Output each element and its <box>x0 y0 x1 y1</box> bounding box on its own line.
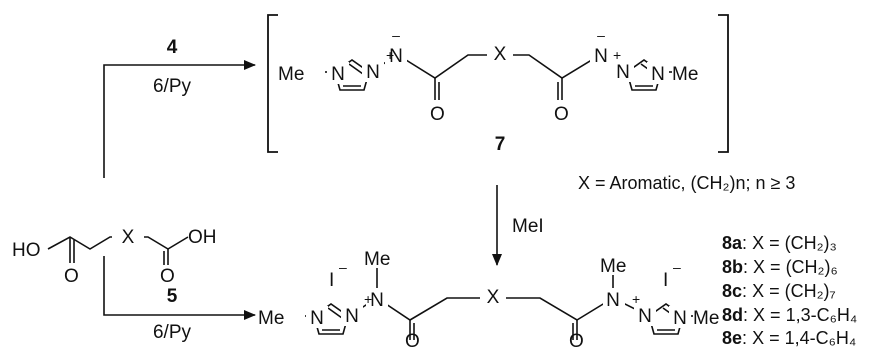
atom-x: X <box>494 44 507 65</box>
atom-o: O <box>160 266 175 287</box>
bottom-reaction-arrow: 5 6/Py <box>103 256 256 343</box>
atom-n: N <box>673 308 687 329</box>
atom-n: N <box>638 306 652 327</box>
iodide: I <box>663 270 668 291</box>
compound-entry: 8a: X = (CH₂)₃ <box>722 233 837 253</box>
charge-minus: – <box>597 27 605 43</box>
atom-o: O <box>430 104 445 125</box>
top-reaction-arrow: 4 6/Py <box>103 37 256 178</box>
charge-minus: – <box>339 259 347 275</box>
compound-entry: 8b: X = (CH₂)₆ <box>722 257 838 277</box>
charge-plus: + <box>386 47 394 63</box>
charge-plus: + <box>364 291 372 307</box>
atom-n: N <box>331 64 345 85</box>
atom-n: N <box>370 290 384 311</box>
atom-n: N <box>345 306 359 327</box>
atom-x: X <box>487 287 500 308</box>
atom-o: O <box>554 104 569 125</box>
atom-me: Me <box>672 64 698 85</box>
atom-n: N <box>606 290 620 311</box>
reagent-bottom-below: 6/Py <box>153 322 192 343</box>
atom-ho: HO <box>12 240 41 261</box>
compound-8: Me N I – + N N Me X N Me + N I – N Me O … <box>258 249 719 348</box>
atom-n: N <box>651 64 665 85</box>
x-definition: X = Aromatic, (CH₂)n; n ≥ 3 <box>578 173 795 193</box>
atom-n: N <box>616 62 630 83</box>
atom-n: N <box>594 46 608 67</box>
compound-entry: 8e: X = 1,4-C₆H₄ <box>722 328 856 348</box>
compound-7-label: 7 <box>495 134 506 155</box>
methylation-arrow: MeI <box>492 185 544 266</box>
atom-o: O <box>405 331 420 348</box>
reagent-top-below: 6/Py <box>153 76 192 97</box>
reagent-bottom-above: 5 <box>167 286 178 307</box>
charge-minus: – <box>673 259 681 275</box>
dicarboxylic-acid: HO X OH O O <box>12 222 217 287</box>
atom-me: Me <box>258 308 284 329</box>
compound-entry: 8d: X = 1,3-C₆H₄ <box>722 305 857 325</box>
reagent-methylation: MeI <box>512 216 544 237</box>
compound-7: Me N N + N – X N – + N N Me O O 7 <box>267 14 729 155</box>
atom-me: Me <box>364 249 390 270</box>
charge-plus: + <box>632 291 640 307</box>
atom-n: N <box>366 62 380 83</box>
reagent-top-above: 4 <box>167 37 178 58</box>
atom-oh: OH <box>188 227 217 248</box>
atom-x: X <box>122 227 135 248</box>
atom-me: Me <box>278 64 304 85</box>
atom-o: O <box>569 331 584 348</box>
iodide: I <box>329 270 334 291</box>
compound-list: 8a: X = (CH₂)₃ 8b: X = (CH₂)₆ 8c: X = (C… <box>722 233 857 348</box>
atom-me: Me <box>600 256 626 277</box>
atom-o: O <box>64 266 79 287</box>
atom-n: N <box>310 308 324 329</box>
charge-minus: – <box>392 27 400 43</box>
atom-me: Me <box>693 308 719 329</box>
compound-entry: 8c: X = (CH₂)₇ <box>722 281 836 301</box>
charge-plus: + <box>613 47 621 63</box>
atom-n: N <box>389 46 403 67</box>
